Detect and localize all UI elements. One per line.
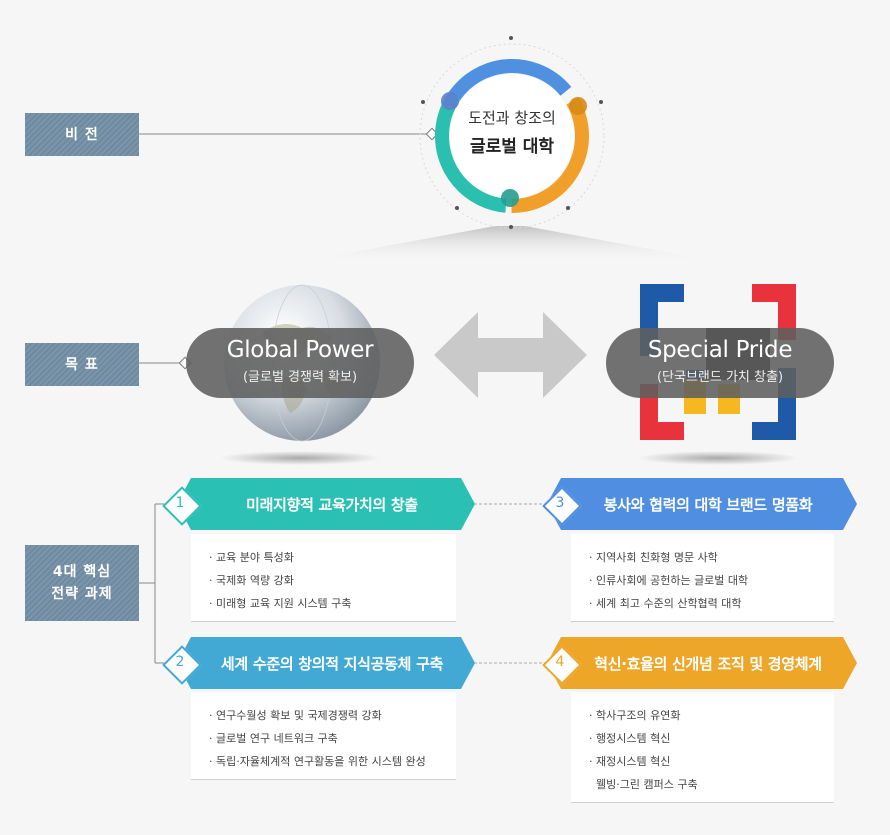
ring-dot — [421, 100, 425, 104]
list-item: · 행정시스템 혁신 — [589, 732, 671, 745]
task-3-number: 3 — [555, 495, 565, 511]
vision-text: 도전과 창조의 글로벌 대학 — [456, 97, 568, 177]
vision-line2: 글로벌 대학 — [469, 137, 555, 157]
label-strategy-text: 4대 핵심 전략 과제 — [51, 564, 113, 602]
vision-line1: 도전과 창조의 — [468, 109, 556, 127]
list-item: 웰빙·그린 캠퍼스 구축 — [596, 778, 698, 791]
task-1-items: · 교육 분야 특성화 · 국제화 역량 강화 · 미래형 교육 지원 시스템 … — [191, 534, 456, 622]
task-2-number: 2 — [175, 654, 185, 670]
task-2-banner: 세계 수준의 창의적 지식공동체 구축 — [177, 637, 475, 689]
label-strategy: 4대 핵심 전략 과제 — [25, 545, 139, 621]
list-item: · 세계 최고 수준의 산학협력 대학 — [589, 597, 742, 610]
list-item: · 독립·자율체계적 연구활동을 위한 시스템 완성 — [209, 755, 426, 768]
task-4-items: · 학사구조의 유연화 · 행정시스템 혁신 · 재정시스템 혁신 웰빙·그린 … — [571, 692, 834, 803]
task-2-title: 세계 수준의 창의적 지식공동체 구축 — [220, 654, 444, 673]
list-item: · 지역사회 친화형 명문 사학 — [589, 551, 718, 564]
list-item: · 연구수월성 확보 및 국제경쟁력 강화 — [209, 709, 382, 722]
task-4-number: 4 — [555, 654, 565, 670]
ring-dot — [509, 36, 513, 40]
task-4-banner: 혁신·효율의 신개념 조직 및 경영체계 — [547, 637, 857, 689]
task-1-banner: 미래지향적 교육가치의 창출 — [177, 478, 475, 530]
task-1-number: 1 — [175, 495, 185, 511]
ring-dot — [455, 206, 459, 210]
list-item: · 인류사회에 공헌하는 글로벌 대학 — [589, 574, 749, 587]
vision-ring — [419, 43, 605, 229]
goal-special-pride-title: Special Pride — [647, 337, 793, 363]
task-1-title: 미래지향적 교육가치의 창출 — [246, 495, 418, 514]
label-vision: 비 전 — [25, 113, 139, 156]
list-item: · 학사구조의 유연화 — [589, 709, 681, 722]
goal-global-power-subtitle: (글로벌 경쟁력 확보) — [242, 370, 358, 385]
label-vision-text: 비 전 — [65, 126, 99, 143]
task-3-items: · 지역사회 친화형 명문 사학 · 인류사회에 공헌하는 글로벌 대학 · 세… — [571, 534, 834, 622]
goal-global-power: Global Power (글로벌 경쟁력 확보) — [186, 328, 414, 398]
task-3-title: 봉사와 협력의 대학 브랜드 명품화 — [603, 495, 813, 514]
list-item: · 글로벌 연구 네트워크 구축 — [209, 732, 338, 745]
label-goal: 목 표 — [25, 343, 139, 386]
goal-global-power-title: Global Power — [226, 337, 374, 363]
goal-special-pride: Special Pride (단국브랜드 가치 창출) — [606, 328, 834, 398]
ring-dot — [566, 206, 570, 210]
list-item: · 미래형 교육 지원 시스템 구축 — [209, 597, 352, 610]
task-3-banner: 봉사와 협력의 대학 브랜드 명품화 — [547, 478, 857, 530]
list-item: · 교육 분야 특성화 — [209, 551, 294, 564]
list-item: · 재정시스템 혁신 — [589, 755, 671, 768]
ring-dot — [599, 100, 603, 104]
label-goal-text: 목 표 — [65, 356, 99, 373]
task-2-items: · 연구수월성 확보 및 국제경쟁력 강화 · 글로벌 연구 네트워크 구축 ·… — [191, 692, 456, 780]
goal-special-pride-subtitle: (단국브랜드 가치 창출) — [656, 370, 784, 385]
ring-dot — [509, 225, 513, 229]
task-4-title: 혁신·효율의 신개념 조직 및 경영체계 — [594, 654, 822, 673]
list-item: · 국제화 역량 강화 — [209, 574, 294, 587]
